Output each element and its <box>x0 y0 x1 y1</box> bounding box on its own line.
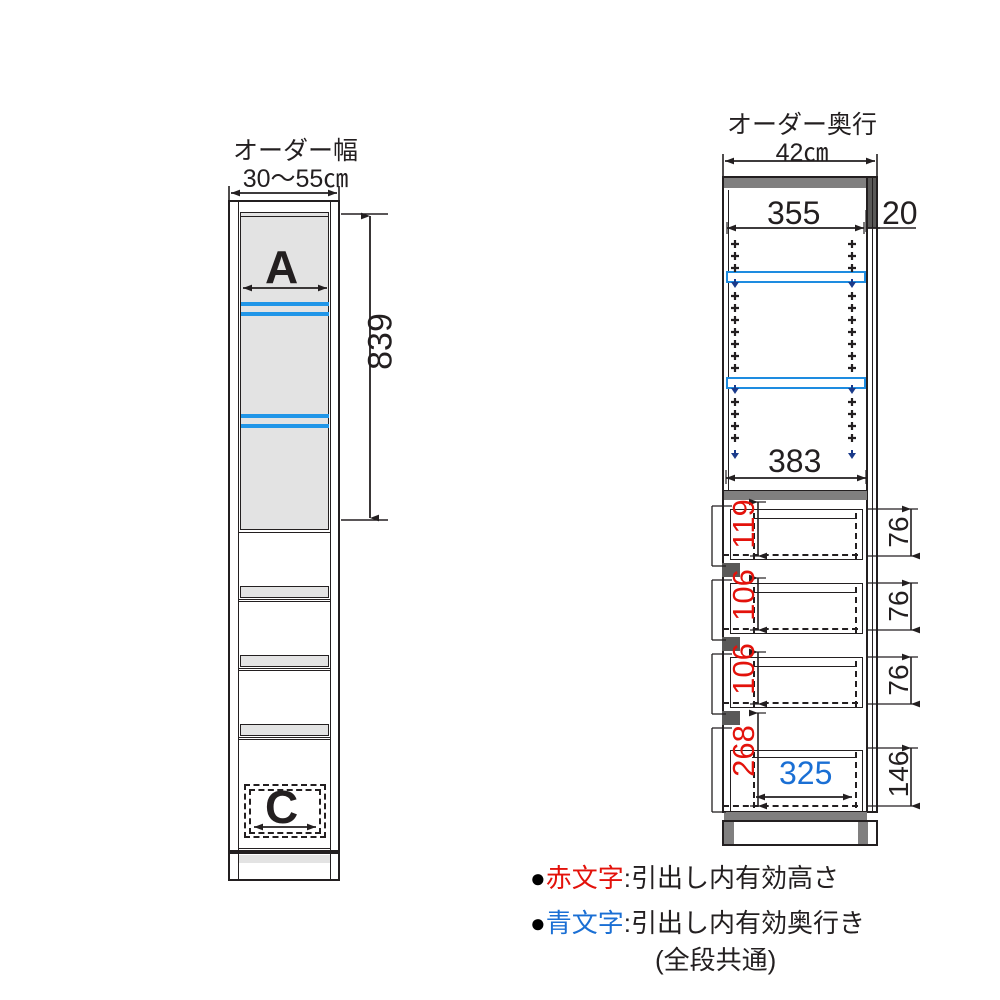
dimension-value-76-c: 76 <box>883 664 914 696</box>
dimension-value-106-a: 106 <box>726 569 761 621</box>
dimension-value-76-b: 76 <box>883 590 914 622</box>
drawer-2-top-line <box>752 592 857 593</box>
front-shelf-1-upper <box>241 302 329 306</box>
legend-line-note: (全段共通) <box>655 945 777 975</box>
left-drawer-handle-3 <box>240 724 329 736</box>
dimension-value-268: 268 <box>726 725 761 777</box>
back-panel-line-a <box>866 178 868 811</box>
left-base-top-strip <box>238 855 330 863</box>
left-drawer-handle-outline-3 <box>240 724 329 736</box>
order-depth-title-line1: オーダー奥行 <box>726 111 877 139</box>
top-board <box>724 178 867 188</box>
dimension-value-383: 383 <box>768 443 822 479</box>
bottom-drawer-inner-dashed-box-2 <box>249 789 321 834</box>
right-base-plinth <box>722 820 878 846</box>
back-panel-top <box>866 178 876 228</box>
left-drawer-handle-outline-2 <box>240 655 329 667</box>
drawer-4-inner-right <box>855 752 857 808</box>
legend-red-word: 赤文字 <box>545 863 624 893</box>
legend-bullet-blue: ● <box>530 908 546 938</box>
drawer-1-bottom-dash <box>723 554 858 556</box>
section-shelf-2 <box>726 377 866 389</box>
label-C: C <box>265 781 299 833</box>
legend-blue-desc: :引出し内有効奥行き <box>623 908 865 938</box>
label-A: A <box>265 241 299 293</box>
left-drawer-handle-outline-1 <box>240 586 329 598</box>
front-shelf-2-upper <box>241 414 329 418</box>
drawer-4-top-line <box>752 757 857 758</box>
drawer-1-handle-profile <box>722 563 740 577</box>
right-base-right-leg <box>858 822 868 844</box>
dimension-value-76-a: 76 <box>883 516 914 548</box>
front-shelf-1-lower <box>241 312 329 316</box>
glass-door-top-rail <box>240 216 329 217</box>
legend-red-desc: :引出し内有効高さ <box>623 863 839 893</box>
glass-door-outline <box>240 212 329 530</box>
drawer-2-inner-right <box>855 587 857 633</box>
drawer-3-inner-right <box>855 661 857 707</box>
drawer-3-top-line <box>752 666 857 667</box>
legend-bullet-red: ● <box>530 863 546 893</box>
dimension-value-106-b: 106 <box>726 643 761 695</box>
left-base-inner-right <box>330 854 331 880</box>
legend-line-blue: ●青文字:引出し内有効奥行き <box>530 903 865 940</box>
upper-compartment-left-wall <box>728 190 729 492</box>
order-width-title-line1: オーダー幅 <box>232 137 358 165</box>
legend-line-red: ●赤文字:引出し内有効高さ <box>530 858 839 895</box>
dimension-value-119: 119 <box>726 499 761 549</box>
bottom-drawer-inner-dashed-box <box>244 784 326 838</box>
left-drawer-handle-1 <box>240 586 329 598</box>
left-base-inner-left <box>238 854 239 880</box>
drawer-1-inner-right <box>855 513 857 559</box>
right-base-left-leg <box>724 822 734 844</box>
front-shelf-2-lower <box>241 424 329 428</box>
drawer-3-handle-profile <box>722 711 740 725</box>
legend-blue-word: 青文字 <box>545 908 624 938</box>
order-width-title-line2: 30～55㎝ <box>242 165 349 193</box>
drawer-3-bottom-dash <box>723 702 858 704</box>
drawer-4-bottom-dash <box>723 805 858 807</box>
glass-door-panel <box>240 212 329 530</box>
dimension-value-146: 146 <box>883 750 914 798</box>
dimension-value-20: 20 <box>882 195 918 231</box>
order-depth-title-line2: 42㎝ <box>775 139 829 167</box>
drawer-2-bottom-dash <box>723 628 858 630</box>
dimension-value-355: 355 <box>767 195 821 231</box>
back-panel-line-b <box>872 178 873 811</box>
right-side-panel-inner-line <box>330 202 331 850</box>
dimension-value-325: 325 <box>779 755 833 791</box>
section-shelf-1 <box>726 271 866 283</box>
left-drawer-front-4 <box>238 739 331 849</box>
drawer-2-handle-profile <box>722 637 740 651</box>
right-base-top-board <box>724 812 867 822</box>
left-side-panel-inner-line <box>238 202 239 850</box>
dimension-value-839: 839 <box>361 313 400 370</box>
mid-divider-board <box>724 491 867 500</box>
drawer-1-top-line <box>752 518 857 519</box>
left-drawer-handle-2 <box>240 655 329 667</box>
